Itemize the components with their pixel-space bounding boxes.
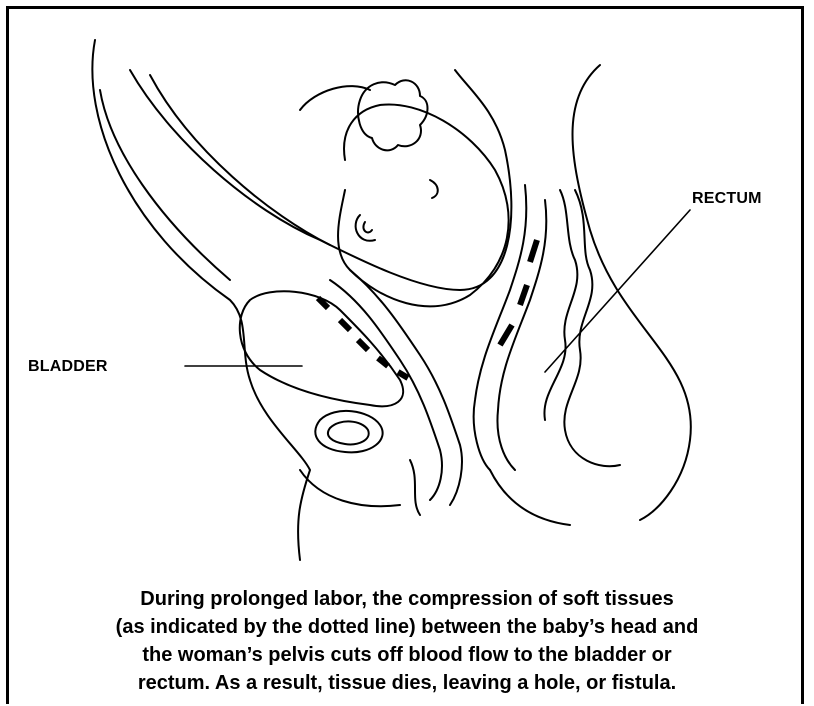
baby-ear bbox=[356, 215, 375, 241]
baby-ear-inner bbox=[363, 222, 372, 232]
caption-line-2: (as indicated by the dotted line) betwee… bbox=[20, 613, 794, 641]
baby-hand bbox=[358, 80, 427, 150]
pubic-bone bbox=[315, 411, 382, 452]
compression-dotted-line bbox=[318, 240, 537, 378]
compression-dash bbox=[500, 325, 512, 345]
abdomen-outline bbox=[573, 65, 691, 520]
lower-posterior-outline bbox=[490, 470, 570, 525]
uterine-wall-outer bbox=[130, 70, 511, 290]
buttock-outline bbox=[300, 470, 400, 506]
compression-dash bbox=[520, 285, 527, 305]
pubic-bone-inner bbox=[328, 421, 369, 444]
baby-fontanelle bbox=[430, 180, 438, 198]
vaginal-wall-1 bbox=[330, 280, 442, 500]
rectum-label: RECTUM bbox=[692, 190, 762, 208]
caption-line-3: the woman’s pelvis cuts off blood flow t… bbox=[20, 641, 794, 669]
compression-dash bbox=[340, 320, 350, 330]
rectum-wall-2 bbox=[564, 190, 620, 466]
rectum-leader-line bbox=[545, 210, 690, 372]
uterine-wall-inner bbox=[150, 75, 330, 245]
bladder bbox=[240, 291, 403, 406]
compression-dash bbox=[358, 340, 368, 350]
uterus-top-curve bbox=[300, 86, 370, 110]
bladder-label: BLADDER bbox=[28, 358, 108, 376]
caption-line-4: rectum. As a result, tissue dies, leavin… bbox=[20, 669, 794, 697]
rectum-wall-1 bbox=[544, 190, 577, 420]
compression-dash bbox=[530, 240, 537, 262]
compression-dash bbox=[398, 372, 408, 378]
caption-line-1: During prolonged labor, the compression … bbox=[20, 585, 794, 613]
back-outline bbox=[92, 40, 310, 560]
perineum-line bbox=[410, 460, 420, 515]
compression-dash bbox=[378, 358, 388, 366]
figure-caption: During prolonged labor, the compression … bbox=[20, 585, 794, 697]
baby-head bbox=[338, 104, 509, 306]
